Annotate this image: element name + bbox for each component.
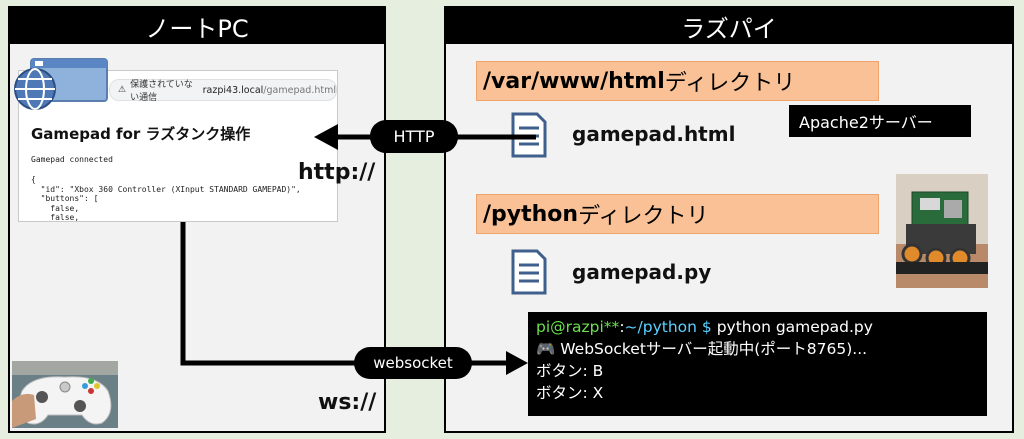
server-start-message: WebSocketサーバー起動中(ポート8765)...	[555, 340, 868, 358]
raspberry-tank-photo	[896, 174, 988, 288]
prompt-user: pi@razpi**	[536, 318, 620, 336]
ws-protocol-label: ws://	[318, 390, 377, 415]
terminal-line-prompt: pi@razpi**:~/python $ python gamepad.py	[536, 316, 979, 338]
python-directory-box: /python ディレクトリ	[476, 194, 879, 234]
gamepad-emoji-icon: 🎮	[536, 340, 556, 358]
prompt-command: python gamepad.py	[711, 318, 873, 336]
python-directory-path: /python	[483, 201, 579, 227]
url-path: /gamepad.html	[263, 84, 336, 96]
prompt-path: ~/python $	[624, 318, 712, 336]
websocket-pill: websocket	[354, 347, 472, 379]
http-pill: HTTP	[370, 120, 458, 153]
html-directory-box: /var/www/html ディレクトリ	[476, 61, 879, 101]
html-directory-suffix: ディレクトリ	[664, 71, 796, 96]
python-file-icon	[511, 249, 547, 295]
terminal-line-server: 🎮 WebSocketサーバー起動中(ポート8765)...	[536, 338, 979, 360]
html-directory-path: /var/www/html	[483, 68, 665, 94]
terminal-line-button-b: ボタン: B	[536, 362, 604, 380]
security-warning: 保護されていない通信	[130, 80, 193, 103]
gamepad-status: Gamepad connected	[31, 155, 113, 164]
page-title: Gamepad for ラズタンク操作	[31, 125, 251, 143]
gamepad-json: { "id": "Xbox 360 Controller (XInput STA…	[31, 175, 301, 222]
html-file-name: gamepad.html	[572, 122, 736, 146]
http-protocol-label: http://	[298, 160, 376, 185]
html-file-icon	[511, 112, 547, 158]
terminal-output: pi@razpi**:~/python $ python gamepad.py …	[528, 312, 987, 416]
prompt-separator: :	[619, 318, 625, 336]
url-host: razpi43.local	[202, 84, 264, 96]
python-file-name: gamepad.py	[572, 260, 712, 284]
xbox-controller-photo	[12, 361, 118, 428]
warning-icon: ⚠	[118, 85, 127, 95]
python-directory-suffix: ディレクトリ	[578, 204, 709, 229]
browser-globe-icon	[14, 58, 108, 110]
raspberry-pi-title: ラズパイ	[446, 8, 1012, 44]
apache-server-label: Apache2サーバー	[789, 105, 971, 137]
terminal-line-button-x: ボタン: X	[536, 384, 604, 402]
notebook-pc-title: ノートPC	[10, 8, 384, 44]
address-bar[interactable]: ⚠ 保護されていない通信 razpi43.local/gamepad.html	[109, 79, 337, 103]
